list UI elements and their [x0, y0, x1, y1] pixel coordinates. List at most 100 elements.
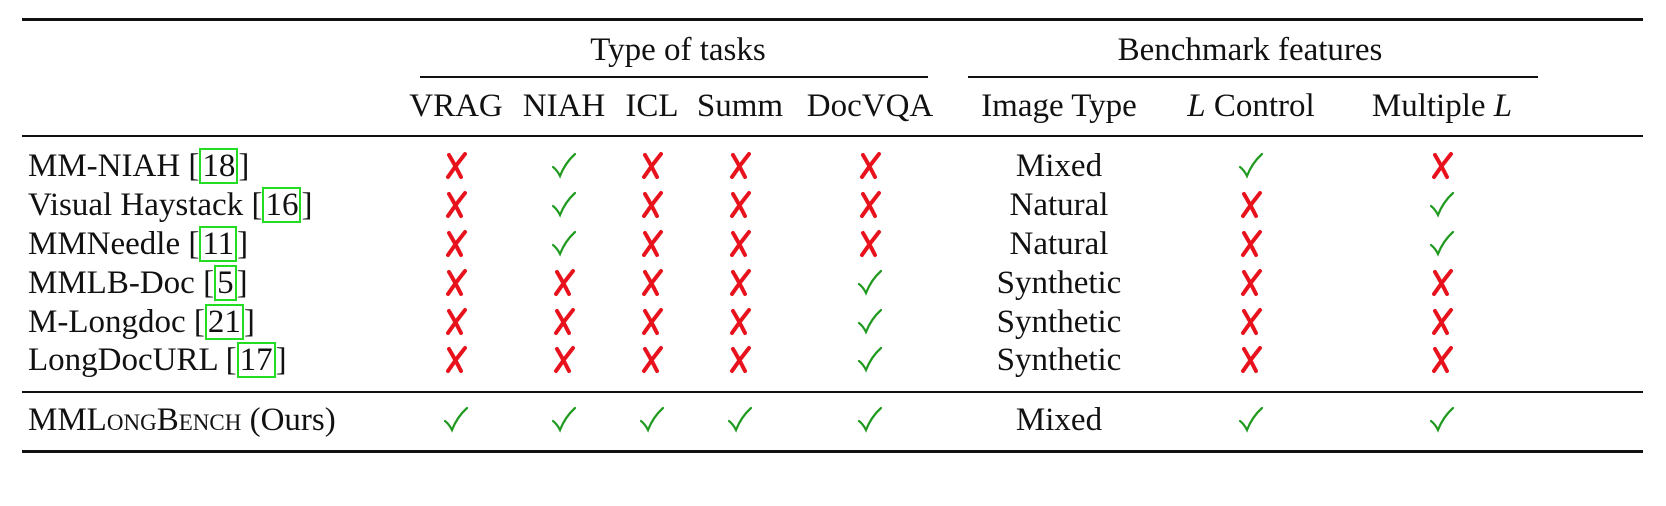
group-header-features: Benchmark features [1117, 32, 1383, 68]
ours-rule [22, 391, 1643, 393]
column-header: Summ [696, 88, 784, 124]
ours-name-part: ong [106, 402, 157, 438]
column-header: DocVQA [806, 88, 934, 124]
cross-icon [860, 230, 881, 257]
column-header-text: Control [1205, 88, 1315, 124]
cross-icon [1241, 230, 1262, 257]
cross-icon [642, 152, 663, 179]
check-icon [857, 406, 883, 433]
cross-icon [860, 191, 881, 218]
cross-icon [446, 269, 467, 296]
cross-icon [1241, 191, 1262, 218]
bottom-rule [22, 450, 1643, 453]
top-rule [22, 18, 1643, 21]
row-label: LongDocURL [17] [28, 340, 287, 380]
cross-icon [860, 152, 881, 179]
row-label: MMNeedle [11] [28, 224, 248, 264]
citation-bracket: ] [237, 226, 249, 262]
check-icon [857, 269, 883, 296]
cross-icon [730, 346, 751, 373]
cross-icon [642, 230, 663, 257]
citation-bracket: ] [275, 342, 287, 378]
check-icon [1429, 406, 1455, 433]
cross-icon [730, 230, 751, 257]
cross-icon [1241, 346, 1262, 373]
cross-icon [1432, 269, 1453, 296]
cross-icon [446, 230, 467, 257]
row-label: MM-NIAH [18] [28, 146, 249, 186]
row-label: MMLB-Doc [5] [28, 263, 248, 303]
citation-bracket: ] [243, 304, 255, 340]
benchmark-name: LongDocURL [ [28, 342, 237, 378]
check-icon [443, 406, 469, 433]
citation-link[interactable]: 5 [214, 265, 237, 301]
check-icon [1238, 152, 1264, 179]
cross-icon [730, 191, 751, 218]
column-header-variable: L [1187, 88, 1206, 124]
cross-icon [730, 152, 751, 179]
ours-name-part: B [156, 402, 179, 438]
cross-icon [1432, 346, 1453, 373]
citation-link[interactable]: 16 [262, 187, 302, 223]
image-type-cell: Mixed [1015, 148, 1103, 184]
column-header-text: Multiple [1371, 88, 1494, 124]
image-type-cell: Synthetic [996, 342, 1122, 378]
ours-suffix: (Ours) [241, 402, 336, 438]
column-header: Multiple L [1372, 86, 1512, 126]
benchmark-name: MMNeedle [ [28, 226, 200, 262]
check-icon [551, 152, 577, 179]
citation-link[interactable]: 17 [236, 342, 276, 378]
check-icon [551, 191, 577, 218]
check-icon [551, 230, 577, 257]
citation-link[interactable]: 11 [199, 226, 238, 262]
cross-icon [446, 152, 467, 179]
ours-name-part: ench [178, 402, 242, 438]
cross-icon [1241, 308, 1262, 335]
cross-icon [1432, 308, 1453, 335]
features-cmidrule [968, 76, 1538, 78]
check-icon [551, 406, 577, 433]
column-header: VRAG [409, 88, 503, 124]
check-icon [639, 406, 665, 433]
image-type-cell: Natural [1009, 187, 1109, 223]
cross-icon [642, 269, 663, 296]
column-header: Image Type [981, 88, 1137, 124]
cross-icon [446, 308, 467, 335]
benchmark-name: MM-NIAH [ [28, 148, 200, 184]
check-icon [1429, 191, 1455, 218]
cross-icon [554, 308, 575, 335]
column-header: NIAH [522, 88, 606, 124]
cross-icon [730, 308, 751, 335]
citation-bracket: ] [238, 148, 250, 184]
image-type-cell: Natural [1009, 226, 1109, 262]
group-header-tasks: Type of tasks [590, 32, 766, 68]
check-icon [857, 308, 883, 335]
cross-icon [730, 269, 751, 296]
citation-bracket: ] [301, 187, 313, 223]
cross-icon [554, 346, 575, 373]
cross-icon [642, 308, 663, 335]
citation-link[interactable]: 18 [199, 148, 239, 184]
column-header: L Control [1187, 86, 1314, 126]
cross-icon [446, 346, 467, 373]
benchmark-name: M-Longdoc [ [28, 304, 205, 340]
cross-icon [1432, 152, 1453, 179]
ours-label: MMLongBench (Ours) [28, 400, 336, 440]
check-icon [727, 406, 753, 433]
comparison-table: Type of tasks Benchmark features VRAG NIA… [22, 18, 1643, 488]
ours-name-part: MML [28, 402, 107, 438]
column-header: ICL [625, 88, 679, 124]
cross-icon [554, 269, 575, 296]
cross-icon [642, 346, 663, 373]
citation-link[interactable]: 21 [204, 304, 244, 340]
column-header-variable: L [1493, 88, 1513, 124]
header-rule [22, 135, 1643, 137]
cross-icon [1241, 269, 1262, 296]
check-icon [857, 346, 883, 373]
cross-icon [446, 191, 467, 218]
benchmark-name: Visual Haystack [ [28, 187, 263, 223]
image-type-cell: Synthetic [996, 304, 1122, 340]
row-label: M-Longdoc [21] [28, 302, 255, 342]
row-label: Visual Haystack [16] [28, 185, 312, 225]
check-icon [1238, 406, 1264, 433]
